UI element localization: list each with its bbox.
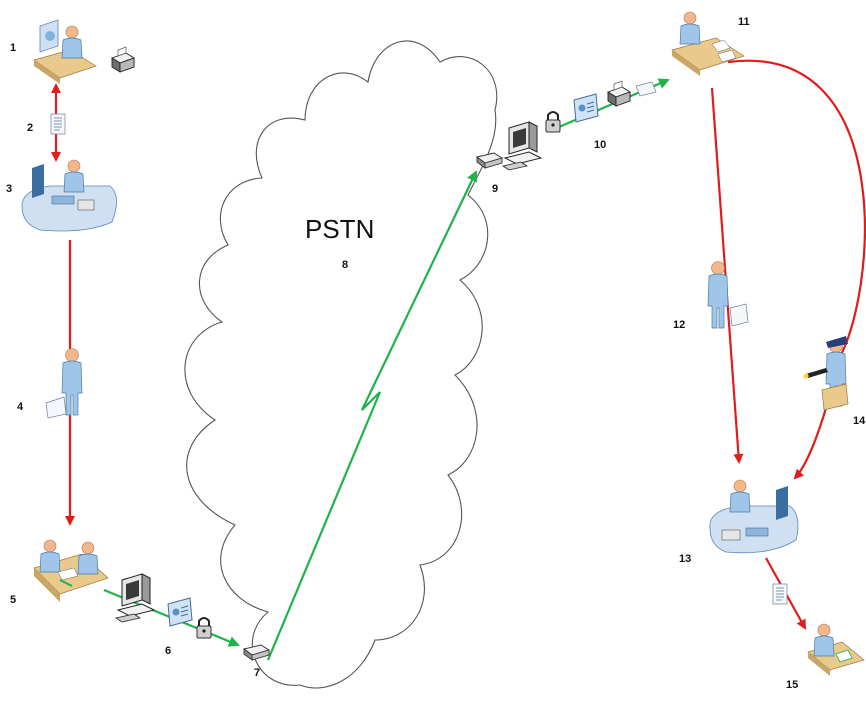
guard-with-flashlight-icon: [803, 336, 849, 411]
label-10: 10: [594, 139, 606, 151]
label-13: 13: [679, 553, 691, 565]
label-1: 1: [10, 42, 16, 54]
label-8: 8: [342, 259, 348, 271]
label-15: 15: [786, 679, 798, 691]
person-at-workstation-icon: [21, 159, 117, 232]
arrow-11-13-guard: [727, 59, 866, 480]
two-people-at-desk-icon: [33, 539, 109, 602]
document-icon: [50, 113, 66, 135]
pstn-cloud: [184, 40, 498, 689]
arrow-11-13: [710, 87, 744, 464]
label-12: 12: [673, 319, 685, 331]
person-at-desk-with-printer-icon: [33, 19, 135, 84]
person-at-workstation-icon-13: [709, 479, 799, 554]
label-5: 5: [10, 594, 16, 606]
computer-lock-document-printer-icon: [502, 80, 657, 171]
computer-with-encrypted-document-icon: [115, 573, 212, 639]
arrow-7-9-pstn-link: [266, 170, 478, 661]
courier-carrying-documents-icon: [45, 348, 83, 419]
label-3: 3: [6, 183, 12, 195]
label-14: 14: [853, 415, 866, 427]
document-icon-2: [772, 583, 788, 605]
cloud-title: PSTN: [305, 214, 374, 244]
label-11: 11: [738, 16, 750, 28]
courier-carrying-documents-icon-12: [707, 261, 749, 329]
label-6: 6: [165, 645, 171, 657]
label-2: 2: [27, 122, 33, 134]
person-at-desk-icon: [807, 623, 865, 676]
label-7: 7: [254, 667, 260, 679]
label-9: 9: [492, 183, 498, 195]
label-4: 4: [17, 401, 24, 413]
person-at-desk-with-papers-icon: [671, 11, 745, 76]
